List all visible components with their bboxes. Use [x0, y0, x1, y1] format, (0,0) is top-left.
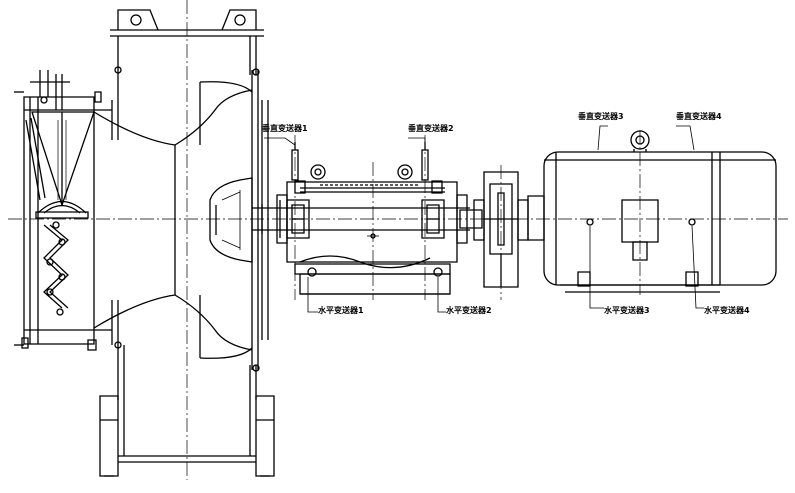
- horizontal-sensor-1-label: 水平变送器1: [318, 306, 364, 315]
- vertical-sensor-1-device: [292, 142, 298, 180]
- centerlines: [8, 0, 788, 480]
- shaft: [252, 200, 482, 238]
- horizontal-sensor-4-label: 水平变送器4: [704, 306, 750, 315]
- horizontal-sensor-2-label: 水平变送器2: [446, 306, 492, 315]
- vertical-sensor-4-label: 垂直变送器4: [676, 112, 722, 121]
- vertical-sensor-3-label: 垂直变送器3: [578, 112, 624, 121]
- bearing-housing: [277, 165, 467, 294]
- motor: [528, 131, 776, 292]
- inlet-cone: [94, 100, 175, 345]
- vertical-sensor-1-label: 垂直变送器1: [262, 124, 308, 133]
- horizontal-sensor-3-label: 水平变送器3: [604, 306, 650, 315]
- leader-lines: [264, 126, 704, 312]
- inlet-damper-box: [14, 70, 101, 350]
- fan-casing: [100, 10, 274, 476]
- vertical-sensor-2-label: 垂直变送器2: [408, 124, 454, 133]
